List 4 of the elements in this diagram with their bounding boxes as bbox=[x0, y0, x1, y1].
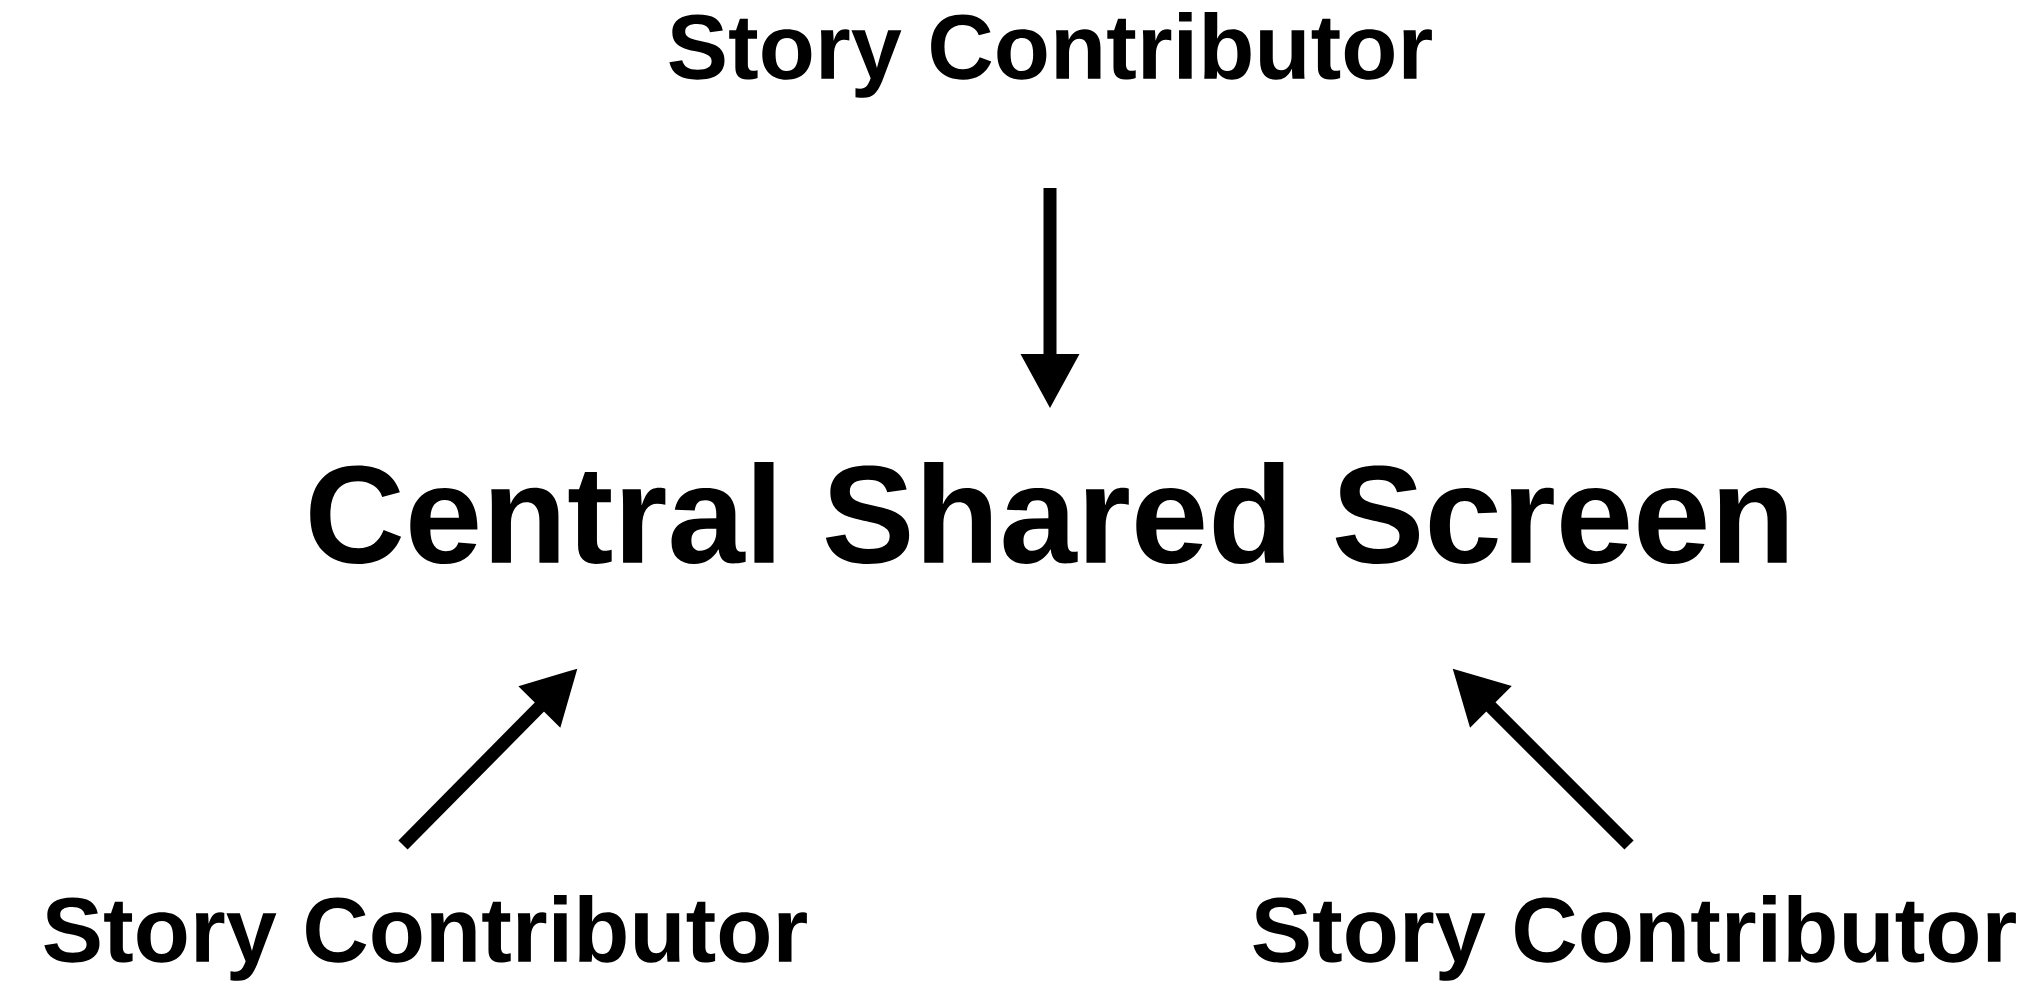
label-text: Story Contributor bbox=[669, 12, 1432, 98]
label-text: Story Contributor bbox=[1253, 895, 2016, 981]
label-text: Story Contributor bbox=[44, 895, 807, 981]
title-text: Central Shared Screen bbox=[310, 461, 1787, 565]
